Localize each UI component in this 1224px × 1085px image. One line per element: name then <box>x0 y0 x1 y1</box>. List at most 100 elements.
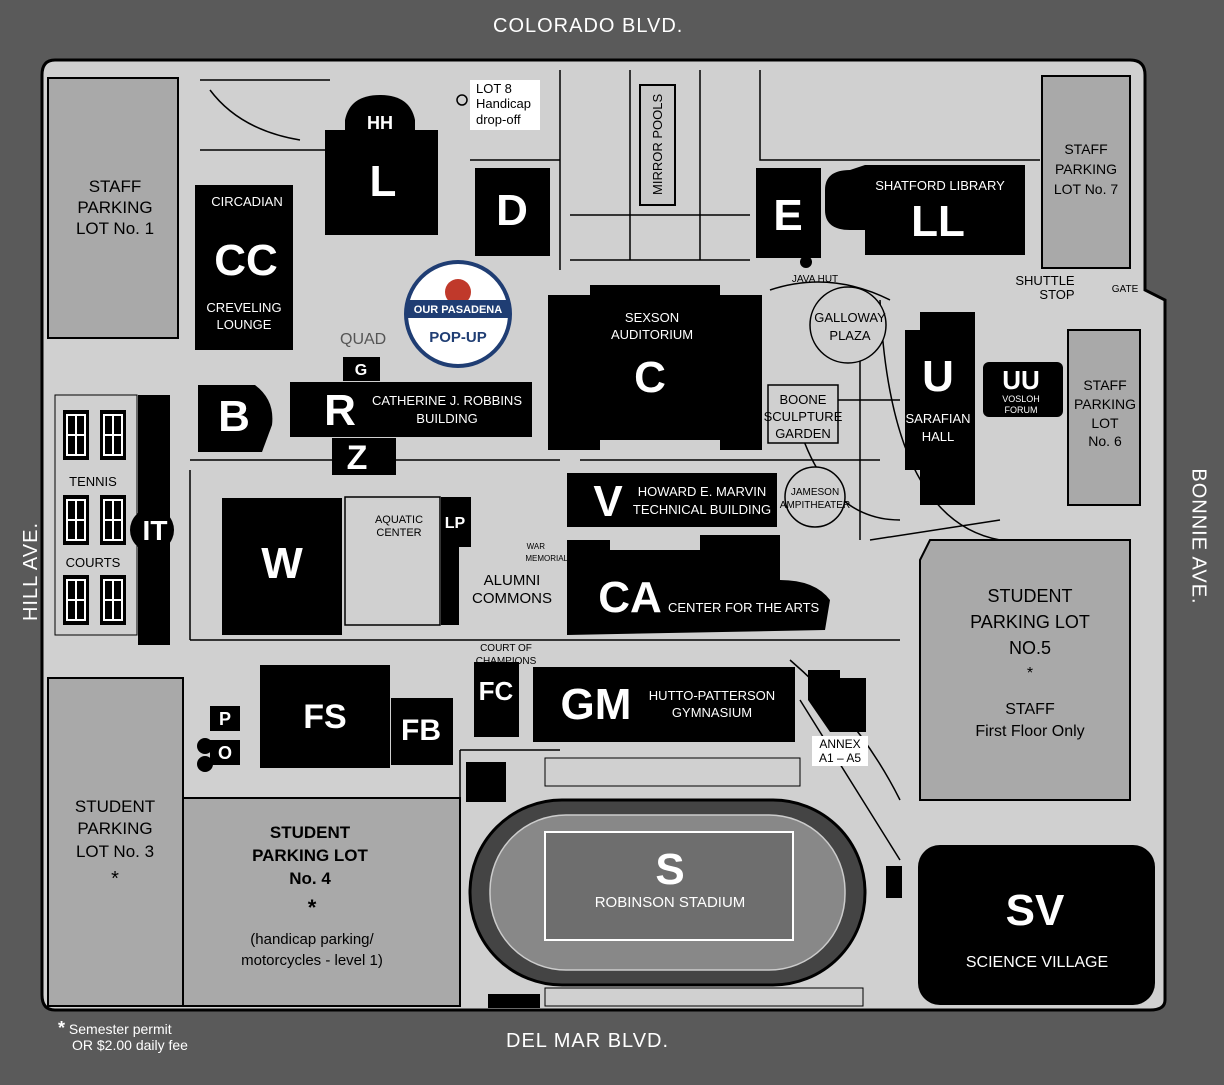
c-name1: SEXSON <box>625 310 679 325</box>
small-building-south[interactable] <box>466 762 506 802</box>
galloway2: PLAZA <box>829 328 871 343</box>
aquatic2: CENTER <box>376 527 421 539</box>
o-label: O <box>218 743 232 763</box>
lot3-star: * <box>111 868 119 890</box>
lot5-line6: First Floor Only <box>975 723 1084 740</box>
u-name2: HALL <box>922 429 955 444</box>
lot4-line5: (handicap parking/ <box>250 931 374 948</box>
lot3-line3: LOT No. 3 <box>76 842 154 861</box>
building-gm[interactable]: GM HUTTO-PATTERSON GYMNASIUM <box>533 667 795 742</box>
building-p[interactable]: P <box>210 706 240 731</box>
it-label: IT <box>143 515 168 546</box>
courts-label: COURTS <box>66 555 121 570</box>
v-label: V <box>593 477 623 526</box>
fs-label: FS <box>303 698 346 736</box>
shuttle1: SHUTTLE <box>1015 273 1075 288</box>
building-hh[interactable]: HH <box>345 95 415 135</box>
lot5-line5: STAFF <box>1005 701 1055 718</box>
annex1: ANNEX <box>819 737 860 751</box>
building-r[interactable]: R CATHERINE J. ROBBINS BUILDING <box>290 382 532 437</box>
building-uu[interactable]: UU VOSLOH FORUM <box>983 362 1063 417</box>
lot5-star: * <box>1027 665 1033 682</box>
galloway-plaza[interactable] <box>809 286 887 364</box>
footnote-line1: Semester permit <box>68 1021 172 1037</box>
jameson1: JAMESON <box>791 487 839 498</box>
lot7-line2: PARKING <box>1055 161 1117 177</box>
building-ll[interactable]: SHATFORD LIBRARY LL <box>825 165 1025 255</box>
lot3-line1: STUDENT <box>75 797 155 816</box>
lot8-box <box>470 80 540 130</box>
lot1-line2: PARKING <box>77 198 152 217</box>
building-b[interactable]: B <box>198 385 273 452</box>
small-building-stadium-east[interactable] <box>886 866 902 898</box>
lot8-line3: drop-off <box>476 112 521 127</box>
cc-label: CC <box>214 236 278 285</box>
stadium-bleachers <box>544 757 864 1007</box>
parking-lot-4[interactable] <box>182 797 461 1007</box>
aquatic-center[interactable]: AQUATIC CENTER <box>344 496 441 626</box>
ll-name: SHATFORD LIBRARY <box>875 178 1005 193</box>
street-colorado: COLORADO BLVD. <box>493 15 684 37</box>
p-label: P <box>219 709 231 729</box>
java-hut-marker[interactable] <box>800 256 812 268</box>
war1: WAR <box>527 542 546 551</box>
parking-lot-7[interactable] <box>1041 75 1131 269</box>
popup-sun-icon <box>445 279 471 305</box>
boone-garden[interactable] <box>767 384 839 444</box>
s-label: S <box>655 845 684 894</box>
building-v[interactable]: V HOWARD E. MARVIN TECHNICAL BUILDING <box>567 473 777 527</box>
lot4-line6: motorcycles - level 1) <box>241 952 383 969</box>
building-lp[interactable]: LP <box>441 497 471 625</box>
small-building-stadium-south[interactable] <box>488 994 540 1008</box>
robinson-stadium[interactable]: S ROBINSON STADIUM <box>468 798 867 987</box>
war2: MEMORIAL <box>525 554 568 563</box>
building-sv[interactable]: SV SCIENCE VILLAGE <box>918 845 1155 1005</box>
cc-bottom2: LOUNGE <box>217 317 272 332</box>
building-cc[interactable]: CIRCADIAN CC CREVELING LOUNGE <box>195 185 293 350</box>
building-u[interactable]: U SARAFIAN HALL <box>905 312 975 505</box>
mirror-pools <box>639 84 676 206</box>
lot4-line1: STUDENT <box>270 823 351 842</box>
galloway1: GALLOWAY <box>814 310 886 325</box>
footnote-star: * <box>58 1018 66 1038</box>
building-d[interactable]: D <box>475 168 550 256</box>
z-label: Z <box>347 439 368 477</box>
lot1-line1: STAFF <box>89 177 142 196</box>
u-name1: SARAFIAN <box>905 411 970 426</box>
building-w[interactable]: W <box>222 498 342 635</box>
building-c[interactable]: SEXSON AUDITORIUM C <box>548 285 762 450</box>
building-l[interactable]: L <box>325 130 438 235</box>
lot8-marker[interactable] <box>456 94 468 106</box>
quad-label: QUAD <box>340 331 386 348</box>
ca-label: CA <box>598 573 662 622</box>
building-fb[interactable]: FB <box>391 698 453 765</box>
r-name1: CATHERINE J. ROBBINS <box>372 393 522 408</box>
building-it[interactable]: IT <box>130 395 174 645</box>
court2: CHAMPIONS <box>476 656 537 667</box>
building-annex[interactable]: ANNEX A1 – A5 <box>808 670 868 766</box>
parking-lot-1[interactable] <box>47 77 179 339</box>
building-ca[interactable]: CA CENTER FOR THE ARTS <box>567 535 830 635</box>
building-o[interactable]: O <box>197 738 240 772</box>
building-e[interactable]: E <box>756 168 821 258</box>
gate-label: GATE <box>1112 284 1139 295</box>
street-del-mar: DEL MAR BLVD. <box>506 1030 670 1052</box>
court1: COURT OF <box>480 643 532 654</box>
our-pasadena-popup[interactable]: OUR PASADENA POP-UP <box>404 260 512 368</box>
building-g[interactable]: G <box>343 357 380 381</box>
sv-name: SCIENCE VILLAGE <box>966 954 1108 971</box>
jameson-ampitheater[interactable] <box>784 466 846 528</box>
parking-lot-5[interactable] <box>919 539 1131 801</box>
c-label: C <box>634 353 666 402</box>
java-hut-label: JAVA HUT <box>792 274 838 285</box>
parking-lot-6[interactable] <box>1067 329 1141 506</box>
lot6-line2: PARKING <box>1074 396 1136 412</box>
boone2: SCULPTURE <box>764 409 843 424</box>
alumni1: ALUMNI <box>484 572 541 589</box>
fb-label: FB <box>401 714 441 747</box>
building-z[interactable]: Z <box>332 438 396 477</box>
building-fc[interactable]: FC <box>474 662 519 737</box>
tennis-label: TENNIS <box>69 474 117 489</box>
building-fs[interactable]: FS <box>260 665 390 768</box>
